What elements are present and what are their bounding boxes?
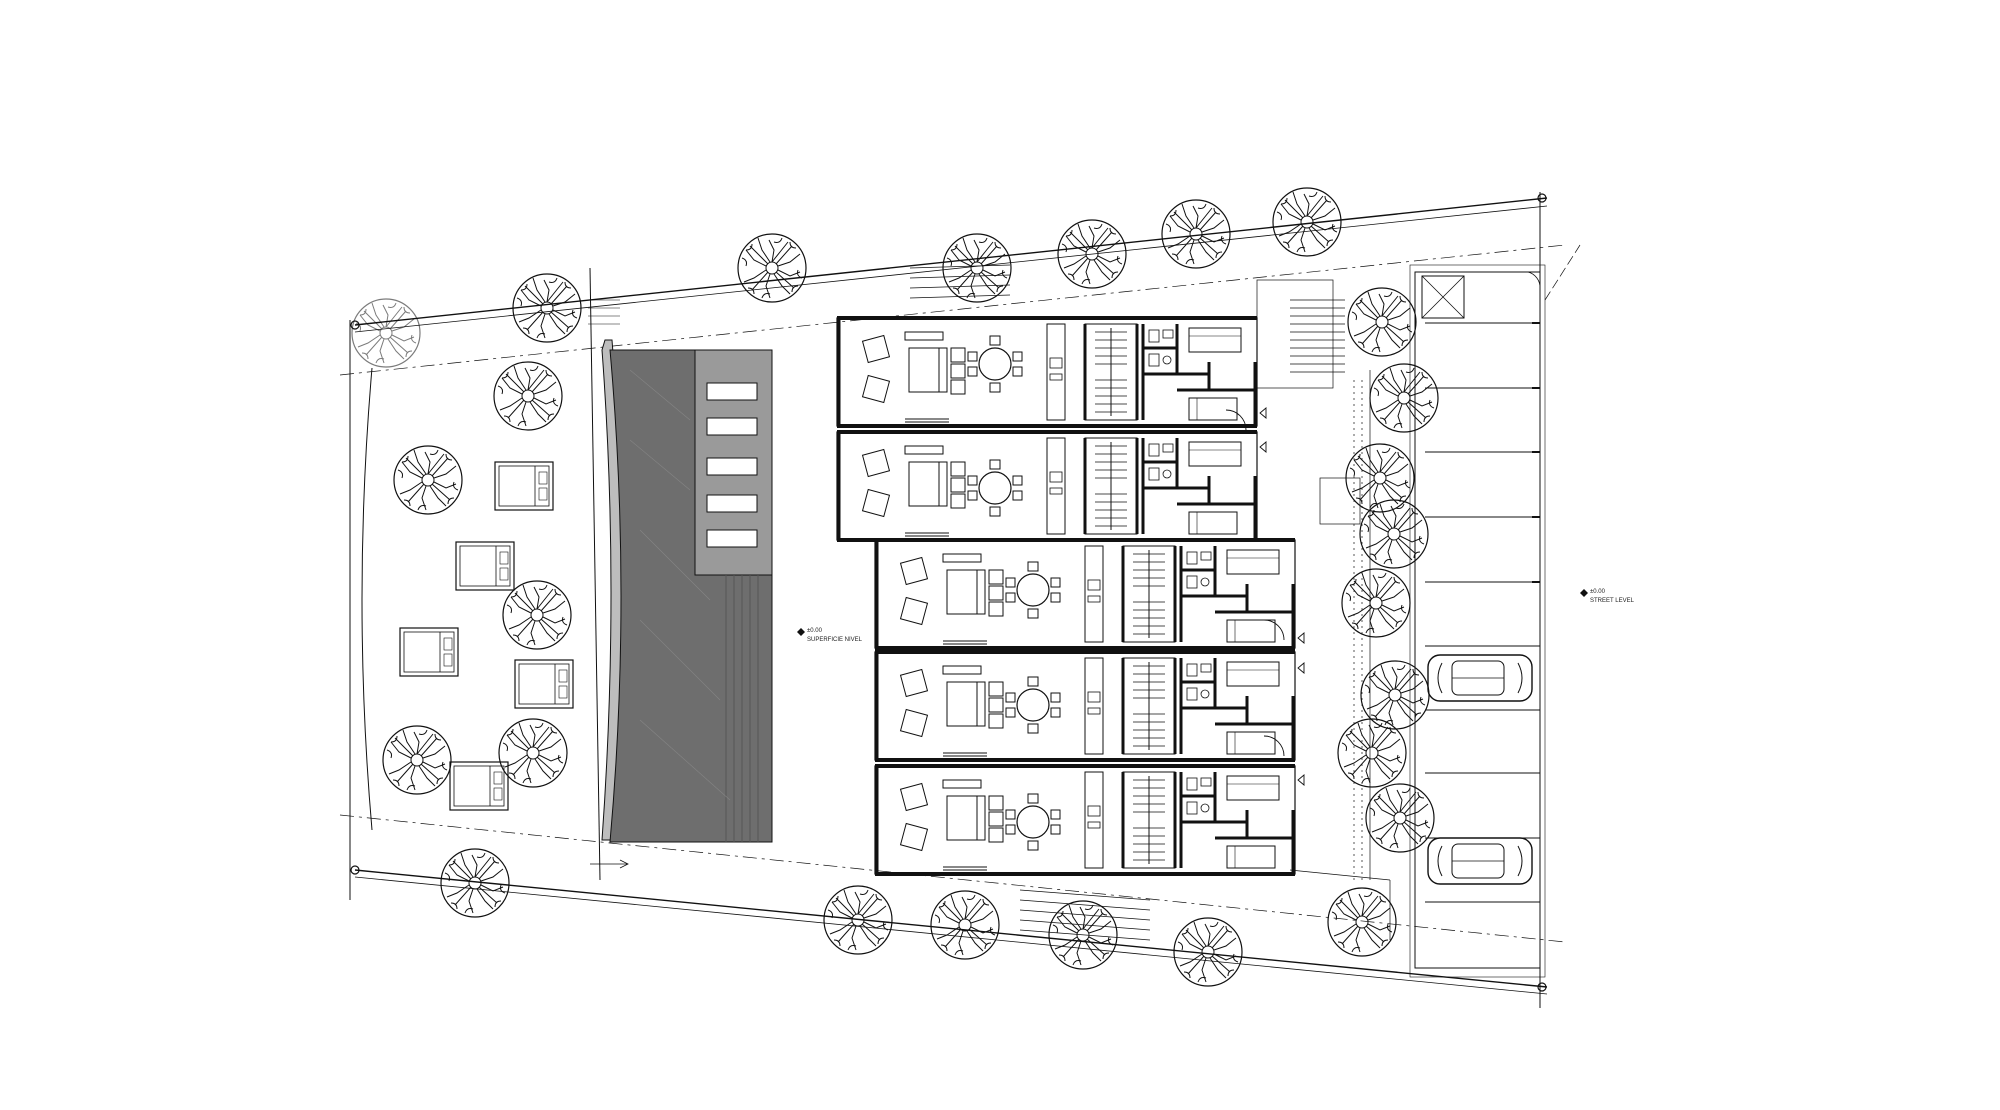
parked-cars [1427, 654, 1533, 885]
level-marker-right: ±0.00 STREET LEVEL [1580, 589, 1635, 604]
elevator-core [1421, 275, 1465, 319]
unit-1 [835, 316, 1259, 428]
unit-2 [835, 430, 1259, 542]
pool-area [588, 267, 773, 881]
unit-3 [873, 538, 1297, 650]
svg-text:STREET LEVEL: STREET LEVEL [1590, 598, 1635, 604]
svg-text:±0.00: ±0.00 [807, 628, 823, 634]
unit-5 [873, 764, 1297, 876]
svg-text:±0.00: ±0.00 [1590, 589, 1606, 595]
svg-text:SUPERFICIE NIVEL: SUPERFICIE NIVEL [807, 637, 863, 643]
unit-4 [873, 650, 1297, 762]
entry-steps [909, 264, 1391, 941]
townhouse-units [835, 316, 1305, 876]
level-marker-center: ±0.00 SUPERFICIE NIVEL [797, 628, 863, 643]
